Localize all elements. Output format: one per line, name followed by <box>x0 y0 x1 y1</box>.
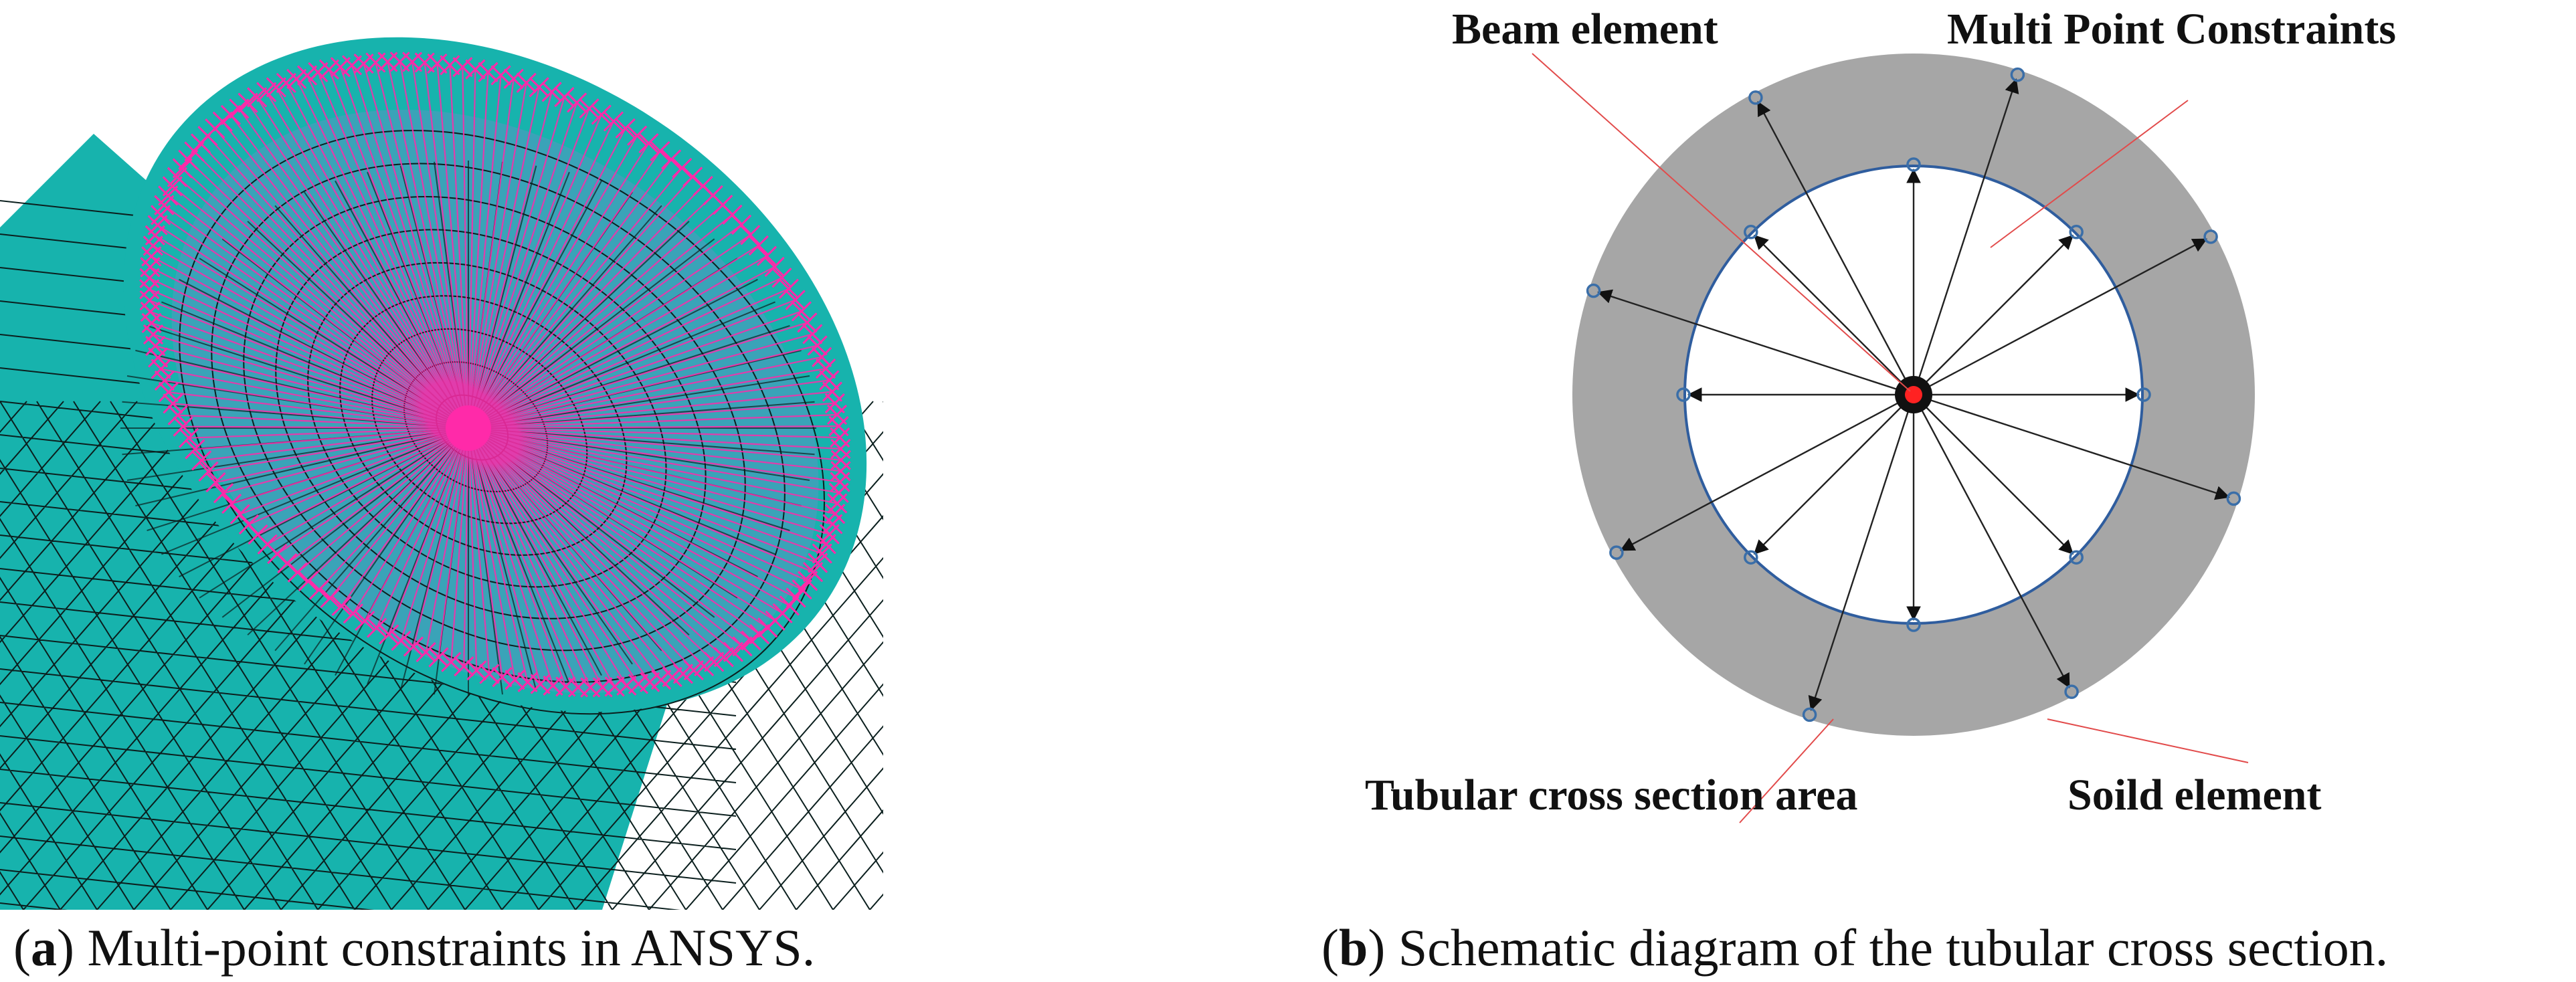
solid-node-circle <box>2069 550 2084 565</box>
solid-node-circle <box>2203 229 2218 244</box>
spoke-to-outer-node <box>1597 289 1914 396</box>
caption-a-letter: a <box>30 918 57 977</box>
leader-multi-point-constraints <box>1990 100 2189 248</box>
solid-node-circle <box>2069 225 2084 239</box>
leader-solid-element <box>2047 718 2249 763</box>
spoke-to-outer-node <box>1808 394 1915 711</box>
spoke-to-outer-node <box>1913 238 2208 396</box>
label-solid-element: Soild element <box>2067 771 2321 819</box>
mpc-rim-markers <box>139 52 851 698</box>
solid-node-circle <box>1802 707 1817 722</box>
solid-node-circle <box>1586 283 1601 298</box>
mpc-rim-marker-crosses <box>139 52 851 698</box>
ansys-mesh-render <box>0 37 883 910</box>
solid-node-circle <box>1748 90 1763 105</box>
spoke-to-outer-node <box>1619 393 1914 551</box>
caption-panel-a: (a) Multi-point constraints in ANSYS. <box>13 918 816 977</box>
leader-tubular-cross-section <box>1739 718 1834 823</box>
spoke-to-outer-node <box>1757 100 1915 395</box>
mpc-center-node <box>446 405 491 451</box>
spoke-to-outer-node <box>1913 393 2230 500</box>
beam-to-solid-spokes <box>1597 78 2230 711</box>
spoke-to-inner-node <box>1753 234 1914 395</box>
spoke-to-inner-node <box>1753 394 1914 555</box>
panel-a-ansys-mesh <box>0 0 883 910</box>
spoke-to-outer-node <box>1912 78 2019 395</box>
solid-nodes <box>1586 67 2241 722</box>
leader-beam-element <box>1532 53 1911 392</box>
solid-node-circle <box>2064 684 2079 699</box>
caption-panel-b: (b) Schematic diagram of the tubular cro… <box>1321 918 2389 977</box>
solid-node-circle <box>1744 225 1758 239</box>
spoke-to-inner-node <box>1913 234 2074 395</box>
solid-node-circle <box>1609 545 1624 560</box>
label-beam-element: Beam element <box>1452 5 1718 54</box>
solid-node-circle <box>1744 550 1758 565</box>
schematic-diagram: Beam element Multi Point Constraints Tub… <box>1365 5 2396 823</box>
panel-b-schematic: Beam element Multi Point Constraints Tub… <box>1311 0 2576 910</box>
spoke-to-outer-node <box>1912 394 2070 689</box>
label-multi-point-constraints: Multi Point Constraints <box>1947 5 2396 54</box>
solid-node-circle <box>1906 617 1921 632</box>
solid-node-circle <box>1676 387 1691 402</box>
caption-b-letter: b <box>1338 918 1368 977</box>
mpc-spokes <box>149 62 841 688</box>
caption-b-text: Schematic diagram of the tubular cross s… <box>1398 918 2389 977</box>
solid-node-circle <box>1906 157 1921 172</box>
solid-node-circle <box>2226 491 2241 506</box>
solid-node-circle <box>2136 387 2151 402</box>
label-tubular-cross-section-area: Tubular cross section area <box>1365 771 1857 819</box>
mpc-spoke-lines <box>149 62 841 688</box>
solid-node-circle <box>2010 67 2025 82</box>
spoke-to-inner-node <box>1913 394 2074 555</box>
caption-a-text: Multi-point constraints in ANSYS. <box>87 918 816 977</box>
